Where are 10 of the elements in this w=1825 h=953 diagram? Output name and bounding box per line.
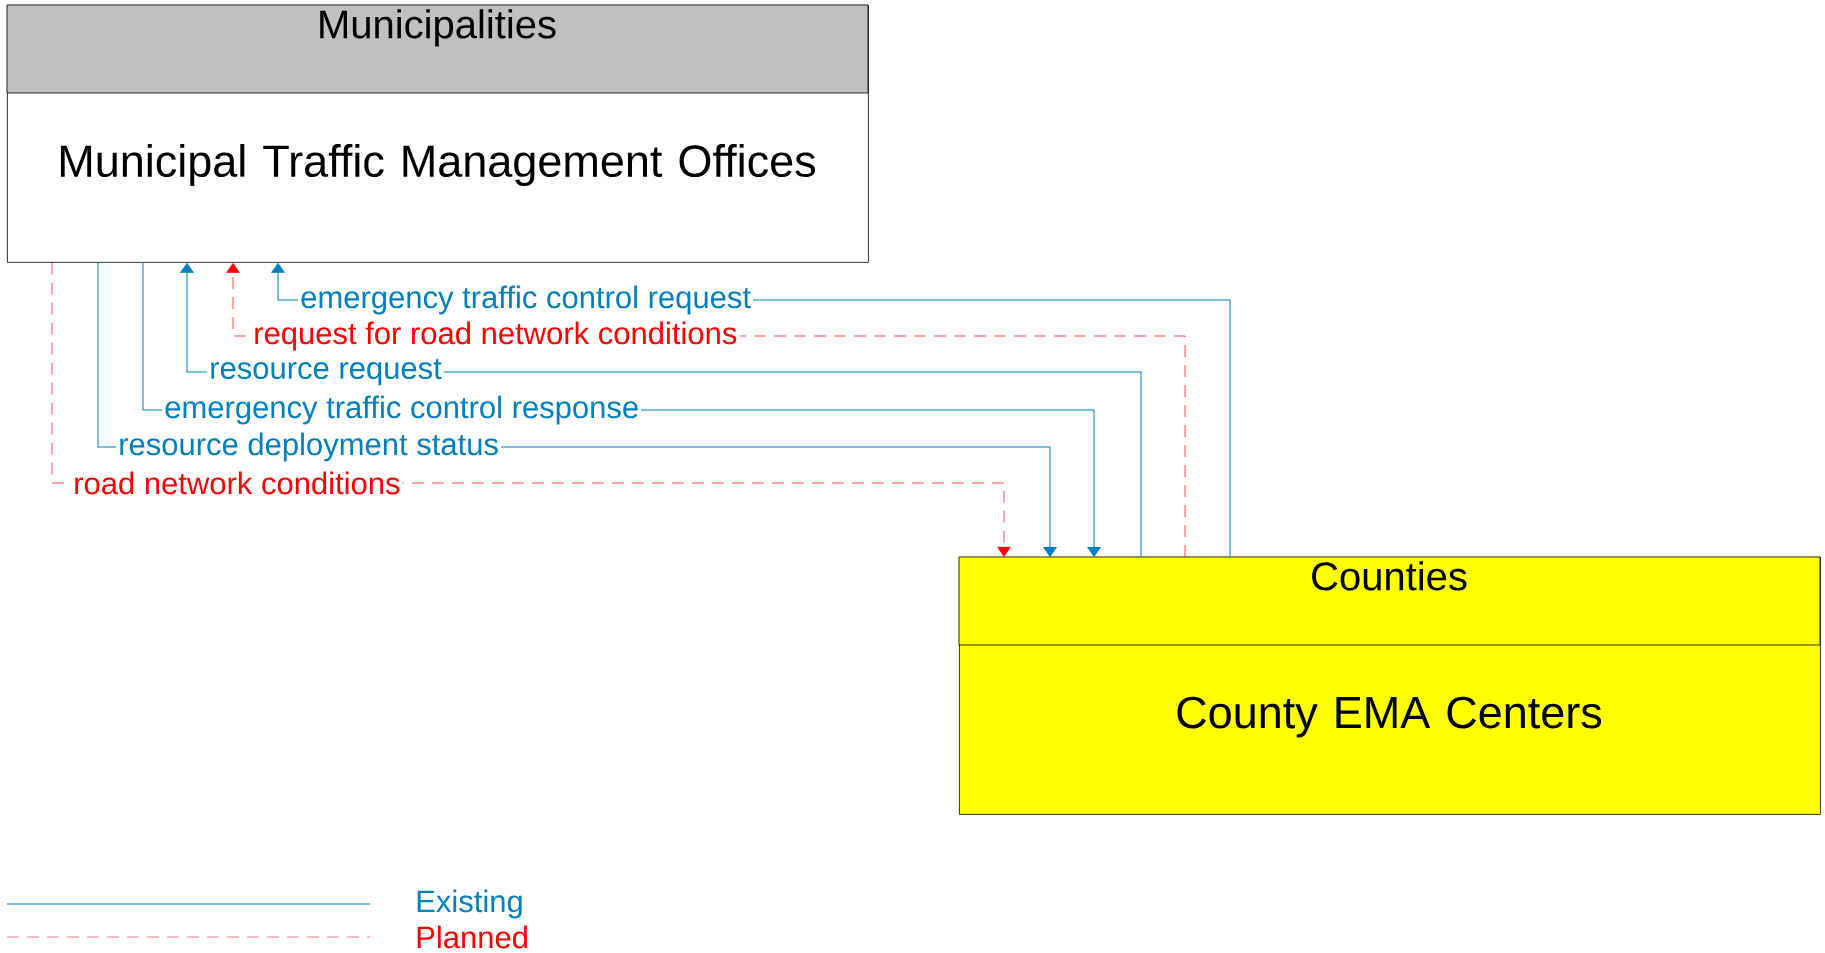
edge-label: request for road network conditions [251,319,740,353]
edge-label: emergency traffic control request [298,283,754,317]
legend-text: Planned [417,925,527,949]
legend-text: Existing [417,889,522,919]
edge-label: resource request [207,356,444,388]
system-box: Counties County EMA Centers [958,556,1821,815]
edge-label: resource deployment status [116,430,501,464]
system-box: Municipalities Municipal Traffic Management Offices [6,4,869,263]
edge-label: emergency traffic control response [162,393,642,427]
edge-label: road network conditions [71,469,403,497]
